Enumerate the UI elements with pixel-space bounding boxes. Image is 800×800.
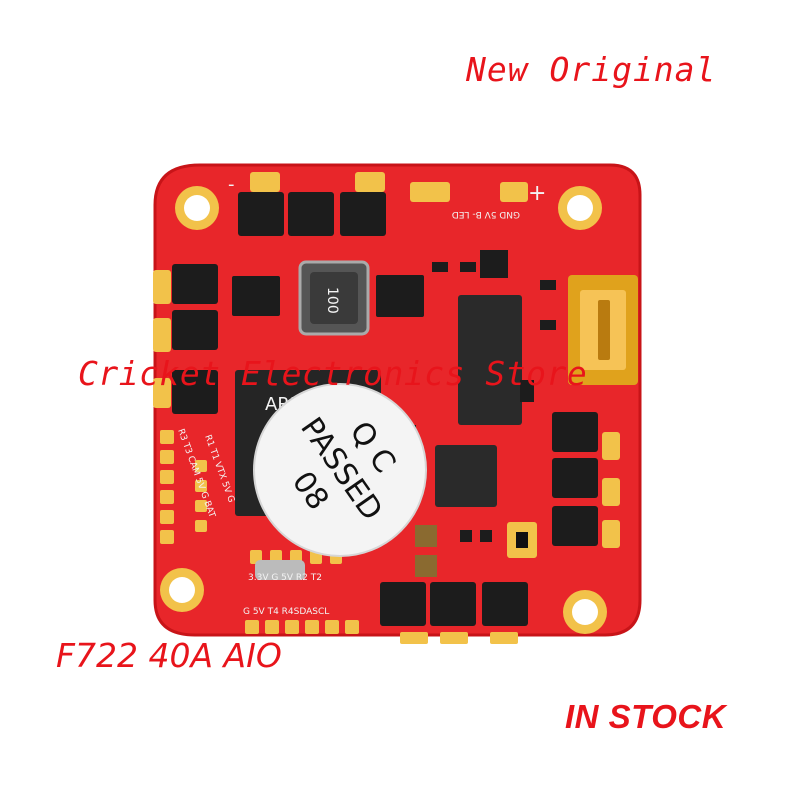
in-stock-label: IN STOCK xyxy=(565,698,727,735)
silk-bottom-row-2: G 5V T4 R4SDASCL xyxy=(243,607,329,617)
mounting-holes xyxy=(160,186,607,634)
new-original-label: New Original xyxy=(466,50,717,89)
small-ic-1 xyxy=(376,275,424,317)
silk-bottom-row-1: 3.3V G 5V R2 T2 xyxy=(248,573,322,583)
crystal xyxy=(255,560,305,580)
small-ic-2 xyxy=(480,250,508,278)
inductor-marking: 100 xyxy=(324,287,340,314)
silk-top-labels: GND 5V B- LED xyxy=(452,209,520,219)
product-name-label: F722 40A AIO xyxy=(56,636,282,675)
motor-pads-top xyxy=(250,172,528,202)
motor-pads-right xyxy=(602,432,620,548)
pcb-outline xyxy=(153,163,642,637)
qc-sticker: Q C PASSED 08 xyxy=(253,383,427,557)
mosfets xyxy=(172,192,598,626)
left-pad-column xyxy=(160,430,207,544)
voltage-regulator xyxy=(232,276,280,316)
store-watermark: Cricket Electronics Store xyxy=(78,354,588,393)
osd-chip xyxy=(458,295,522,425)
silk-plus: + xyxy=(528,181,546,206)
silk-minus: - xyxy=(228,174,235,195)
motor-pads-left xyxy=(153,270,171,408)
gyro-chip xyxy=(435,445,497,507)
